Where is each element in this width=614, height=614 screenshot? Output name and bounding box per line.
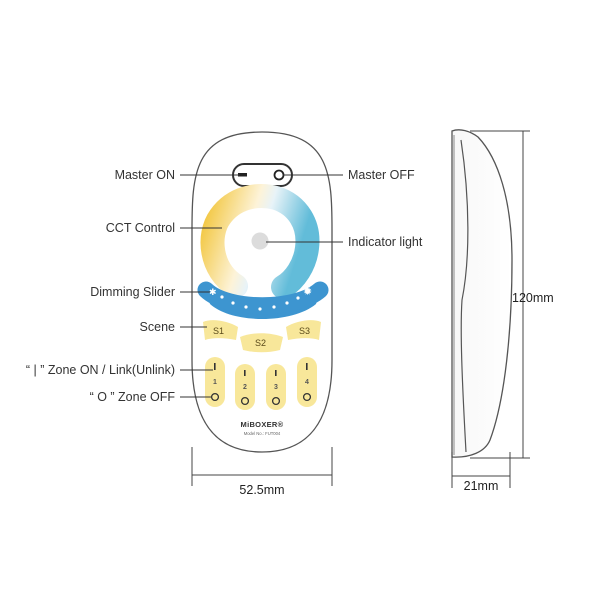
zone-label-3: 3 bbox=[274, 384, 278, 391]
scene-button-s3[interactable]: S3 bbox=[286, 320, 321, 340]
model-number: Model No.: FUT004 bbox=[244, 431, 281, 436]
width-dimension bbox=[191, 447, 333, 486]
scene-label-s1: S1 bbox=[213, 326, 224, 336]
zone-label-2: 2 bbox=[243, 384, 247, 391]
zone-label-4: 4 bbox=[305, 379, 309, 386]
brand-logo: MiBOXER® bbox=[241, 420, 284, 429]
zone-button-1[interactable]: 1 bbox=[205, 357, 225, 407]
side-view-bevel bbox=[460, 139, 469, 453]
cct-control-wheel[interactable] bbox=[200, 184, 320, 299]
callout-dimming-slider: Dimming Slider bbox=[90, 285, 175, 299]
scene-button-s2[interactable]: S2 bbox=[240, 333, 283, 353]
zone-button-3[interactable]: 3 bbox=[266, 364, 286, 410]
zone-button-2[interactable]: 2 bbox=[235, 364, 255, 410]
callout-scene: Scene bbox=[140, 320, 175, 334]
callout-indicator-light: Indicator light bbox=[348, 235, 423, 249]
callout-cct-control: CCT Control bbox=[106, 221, 175, 235]
dim-low-icon: ✱ bbox=[209, 287, 217, 297]
height-dimension bbox=[470, 130, 530, 459]
callout-zone-off: “ O ” Zone OFF bbox=[90, 390, 176, 404]
thickness-label: 21mm bbox=[464, 479, 499, 493]
scene-label-s2: S2 bbox=[255, 338, 266, 348]
scene-label-s3: S3 bbox=[299, 326, 310, 336]
remote-side-view bbox=[451, 129, 513, 458]
indicator-light bbox=[251, 232, 269, 250]
scene-button-s1[interactable]: S1 bbox=[203, 320, 238, 340]
zone-label-1: 1 bbox=[213, 379, 217, 386]
dim-high-icon: ✹ bbox=[303, 286, 312, 298]
height-label: 120mm bbox=[512, 291, 554, 305]
zone-button-4[interactable]: 4 bbox=[297, 357, 317, 407]
thickness-dimension bbox=[451, 452, 511, 488]
callout-master-on: Master ON bbox=[115, 168, 175, 182]
dimming-slider[interactable]: ✱ ✹ bbox=[197, 281, 329, 319]
width-label: 52.5mm bbox=[239, 483, 284, 497]
callout-zone-on: “ | ” Zone ON / Link(Unlink) bbox=[26, 363, 175, 377]
callout-master-off: Master OFF bbox=[348, 168, 415, 182]
master-on-button[interactable] bbox=[238, 173, 247, 177]
